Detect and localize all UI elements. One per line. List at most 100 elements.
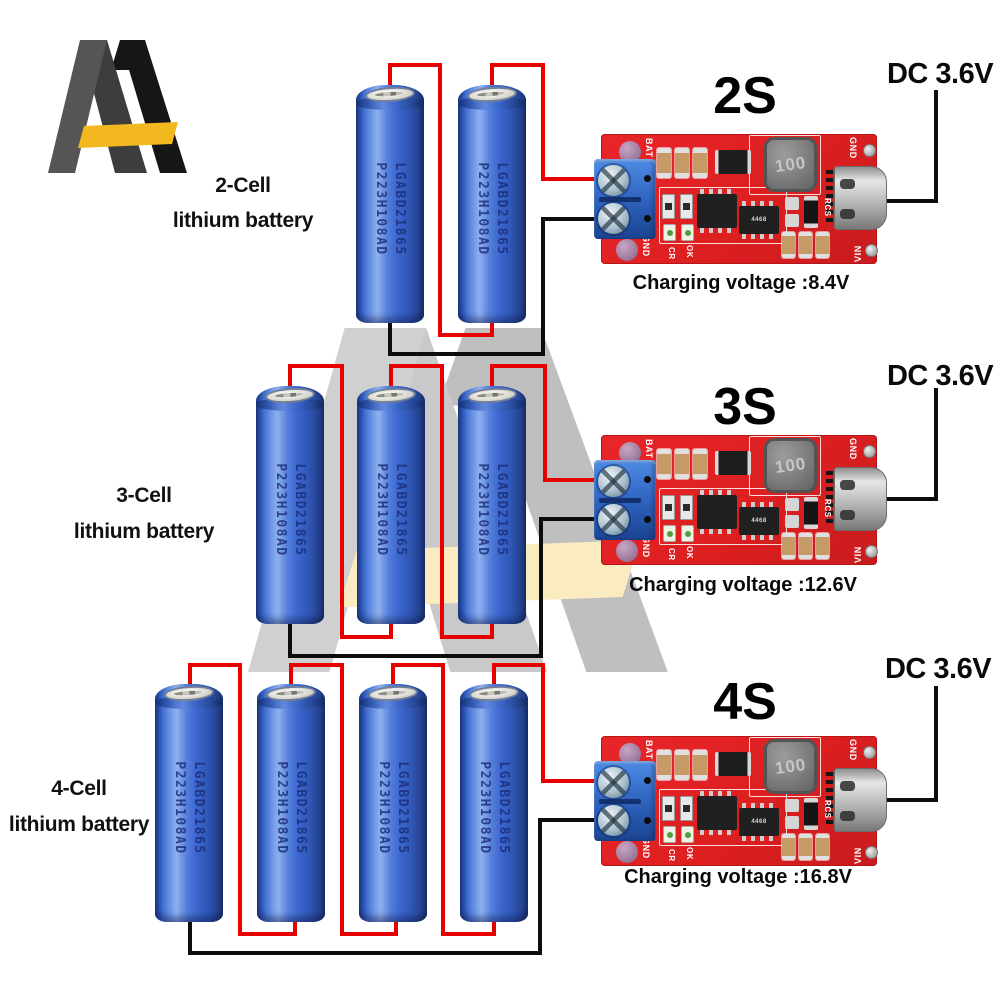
- battery-batch-code: P223H108AD: [477, 761, 492, 855]
- pcb-label-rcs: RCS: [823, 198, 832, 217]
- usb-c-port: [834, 768, 887, 832]
- terminal-groove: [599, 197, 641, 202]
- ic-chip-2: 4468: [739, 502, 779, 540]
- battery-model-code: LGABD21865: [494, 463, 509, 557]
- mounting-hole: [619, 743, 641, 765]
- terminal-wire-hole: [644, 516, 651, 523]
- smd-capacitor: [816, 232, 829, 258]
- label-series-2s: 2S: [713, 67, 777, 125]
- battery-batch-code: P223H108AD: [273, 463, 288, 557]
- battery-batch-code: P223H108AD: [172, 761, 187, 855]
- battery-model-code: LGABD21865: [496, 761, 511, 855]
- pcb-label-bat: BAT: [644, 740, 654, 760]
- charger-module: 100 4468 BAT GND GN: [594, 134, 887, 264]
- pcb-label-gnd-top: GND: [848, 137, 858, 159]
- wire-4s-series-link-3: [391, 663, 496, 936]
- pcb-label-ok: OK: [685, 245, 694, 259]
- wire-4s-series-link-2: [289, 663, 398, 936]
- terminal-wire-hole: [644, 175, 651, 182]
- wire-3s-positive: [490, 364, 612, 482]
- pcb-label-cr: CR: [667, 247, 676, 260]
- battery-print-text: LGABD21865 P223H108AD: [270, 713, 312, 903]
- usb-solder-pins: [826, 170, 833, 226]
- current-sense-resistor: [804, 196, 818, 228]
- smd-capacitor: [816, 834, 829, 860]
- mounting-hole: [616, 239, 638, 261]
- terminal-wire-hole: [644, 817, 651, 824]
- battery-18650: LGABD21865 P223H108AD: [458, 386, 526, 624]
- battery-batch-code: P223H108AD: [376, 761, 391, 855]
- status-led-cr: [663, 224, 676, 241]
- label-3cell-sub: lithium battery: [73, 520, 215, 543]
- inductor-marking: 100: [773, 152, 808, 176]
- smd-capacitor: [693, 148, 707, 178]
- mounting-hole: [616, 841, 638, 863]
- chip-marking: 4468: [751, 217, 767, 223]
- smd-resistor-222: [662, 194, 675, 219]
- solder-pad: [785, 498, 799, 511]
- smd-resistor-222: [662, 495, 675, 520]
- smd-diode: [715, 451, 751, 475]
- label-dc-input-3s: DC 3.6V: [886, 360, 994, 392]
- battery-terminal-block: [594, 460, 656, 540]
- terminal-screw-bat: [598, 165, 629, 196]
- wire-3s-series-link-2: [389, 364, 494, 639]
- battery-model-code: LGABD21865: [292, 463, 307, 557]
- smd-capacitor: [782, 834, 795, 860]
- battery-18650: LGABD21865 P223H108AD: [359, 684, 427, 922]
- label-series-3s: 3S: [713, 378, 777, 436]
- label-charging-4s: Charging voltage :16.8V: [624, 866, 852, 888]
- pcb-label-vin: VIN: [853, 245, 863, 262]
- smd-capacitor: [657, 148, 671, 178]
- usb-retention-slot: [840, 480, 855, 490]
- usb-solder-pins: [826, 772, 833, 828]
- power-inductor: 100: [764, 739, 817, 794]
- inductor-marking: 100: [773, 453, 808, 477]
- battery-print-text: LGABD21865 P223H108AD: [369, 114, 411, 304]
- battery-model-code: LGABD21865: [293, 761, 308, 855]
- battery-body: [359, 684, 427, 922]
- smd-capacitor: [657, 750, 671, 780]
- label-2cell: 2-Cell: [215, 174, 271, 197]
- battery-model-code: LGABD21865: [392, 162, 407, 256]
- wire-2s-negative: [388, 217, 612, 356]
- smd-capacitor: [657, 449, 671, 479]
- battery-print-text: LGABD21865 P223H108AD: [168, 713, 210, 903]
- power-inductor: 100: [764, 438, 817, 493]
- smd-resistor-222: [680, 194, 693, 219]
- solder-pad: [785, 799, 799, 812]
- battery-18650: LGABD21865 P223H108AD: [256, 386, 324, 624]
- wire-2s-series-link: [388, 63, 494, 337]
- terminal-screw-bat: [598, 466, 629, 497]
- battery-body: [155, 684, 223, 922]
- charger-module: 100 4468 BAT GND GN: [594, 736, 887, 866]
- brand-logo: [48, 40, 187, 173]
- battery-print-text: LGABD21865 P223H108AD: [372, 713, 414, 903]
- ic-chip-1: [697, 189, 737, 233]
- solder-pad: [785, 197, 799, 210]
- wire-3s-series-link-1: [288, 364, 393, 639]
- power-inductor: 100: [764, 137, 817, 192]
- label-3cell: 3-Cell: [116, 484, 172, 507]
- terminal-groove: [599, 498, 641, 503]
- terminal-groove: [599, 799, 641, 804]
- wire-3s-dc-input: [884, 388, 938, 501]
- wire-3s-negative: [288, 517, 612, 658]
- pcb-label-vin: VIN: [853, 546, 863, 563]
- smd-capacitor: [693, 750, 707, 780]
- battery-model-code: LGABD21865: [395, 761, 410, 855]
- battery-18650: LGABD21865 P223H108AD: [356, 85, 424, 323]
- battery-body: [257, 684, 325, 922]
- label-dc-input-4s: DC 3.6V: [884, 653, 992, 685]
- wire-4s-negative: [188, 818, 612, 955]
- battery-batch-code: P223H108AD: [374, 463, 389, 557]
- terminal-wire-hole: [644, 777, 651, 784]
- battery-body: [356, 85, 424, 323]
- pcb-label-rcs: RCS: [823, 800, 832, 819]
- battery-model-code: LGABD21865: [393, 463, 408, 557]
- pcb-label-gnd-top: GND: [848, 739, 858, 761]
- solder-pad: [785, 214, 799, 227]
- inductor-marking: 100: [773, 754, 808, 778]
